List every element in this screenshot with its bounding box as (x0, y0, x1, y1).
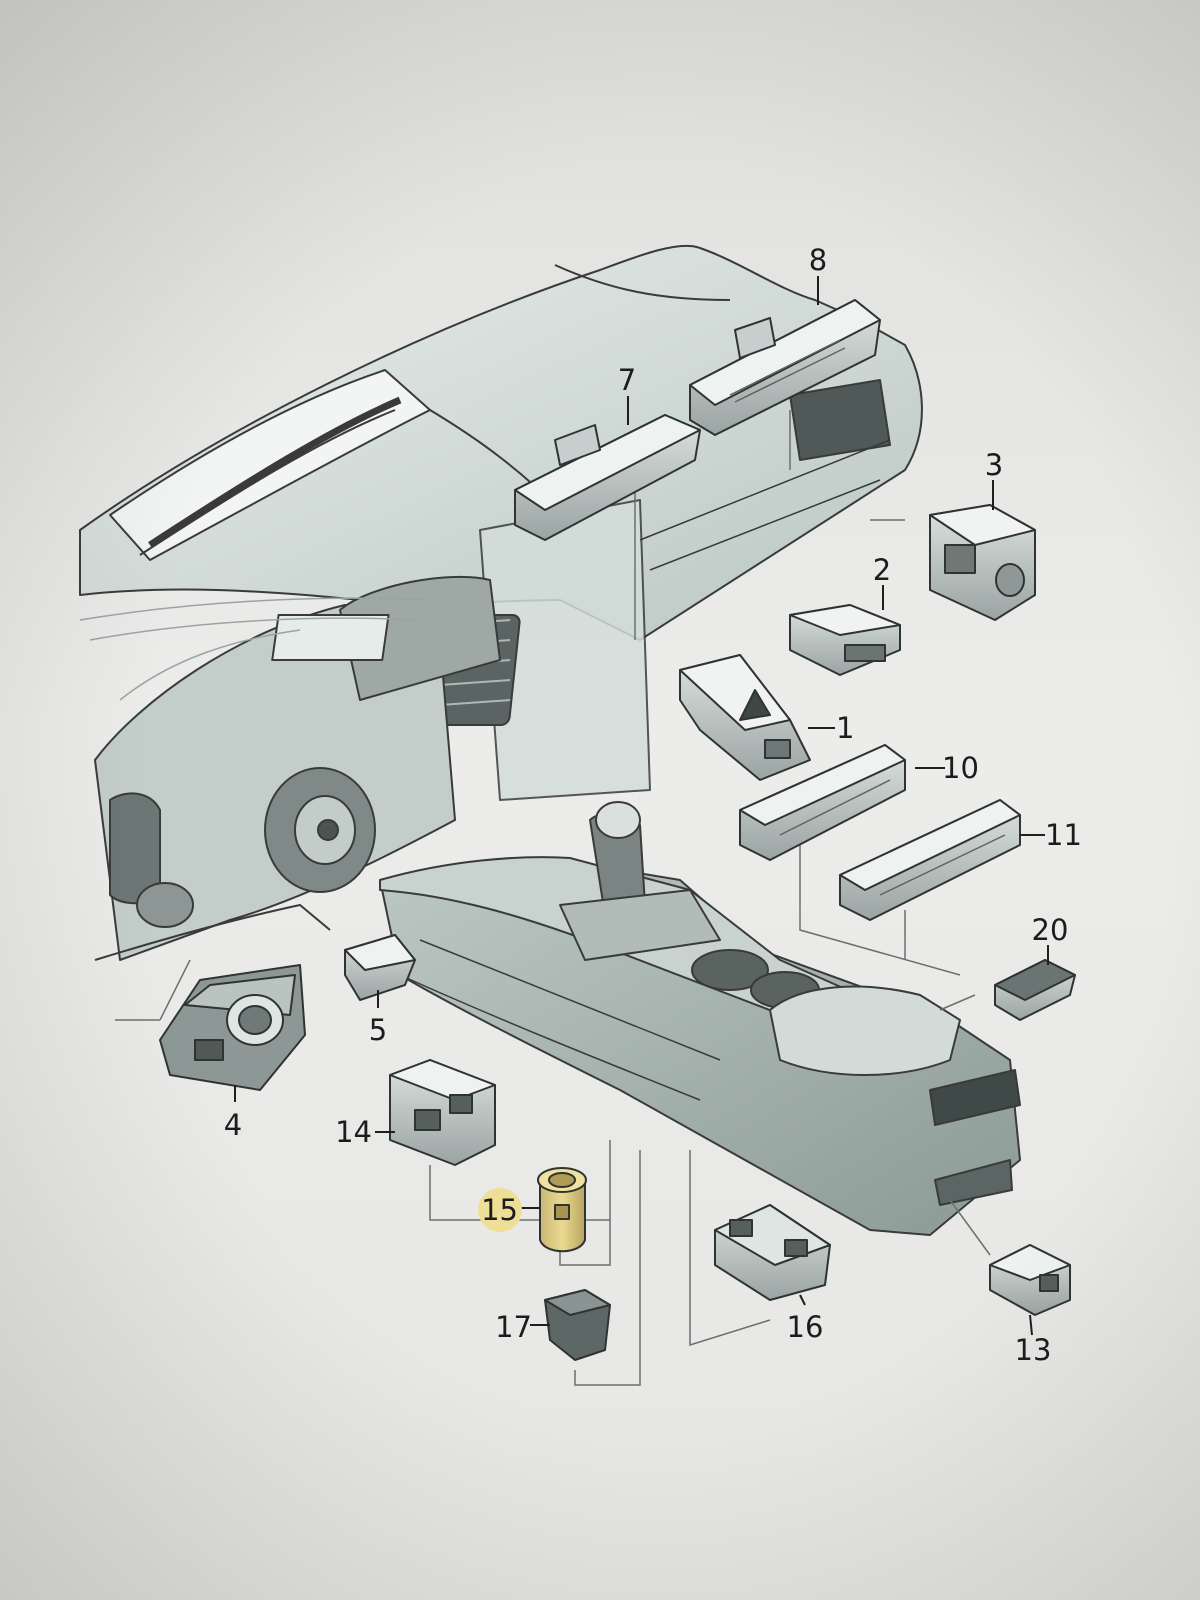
callout-1: 1 (836, 711, 854, 745)
dashboard-illustration (79, 244, 923, 961)
part-1-hazard-switch (679, 654, 811, 781)
callout-11: 11 (1045, 818, 1082, 852)
part-3-rotary-switch (929, 504, 1036, 621)
callout-14: 14 (335, 1115, 372, 1149)
callout-16: 16 (787, 1310, 824, 1344)
callout-2: 2 (873, 553, 891, 587)
callout-8: 8 (809, 243, 827, 277)
callout-10: 10 (942, 751, 979, 785)
callout-4: 4 (224, 1108, 242, 1142)
part-13-rear-switch (989, 1244, 1071, 1316)
callout-5: 5 (369, 1013, 387, 1047)
callout-7: 7 (618, 363, 636, 397)
callout-leaders (234, 276, 1049, 1336)
callout-labels: 8 7 3 2 1 10 11 20 5 4 14 15 17 16 13 (224, 243, 1082, 1367)
callout-13: 13 (1015, 1333, 1052, 1367)
part-11-switch-strip (839, 799, 1021, 921)
part-17-clip-switch (544, 1289, 611, 1361)
part-16-double-switch (714, 1204, 831, 1301)
callout-20: 20 (1032, 913, 1069, 947)
center-console-illustration (379, 801, 1021, 1236)
part-4-headlight-switch (159, 964, 306, 1091)
part-20-small-switch (994, 959, 1076, 1021)
callout-15-highlight (478, 1188, 522, 1232)
callout-3: 3 (985, 448, 1003, 482)
part-8-switch-panel (689, 299, 881, 436)
part-2-small-switch (789, 604, 901, 676)
part-7-switch-bar (514, 414, 701, 541)
leader-lines (115, 410, 991, 1386)
part-14-window-switch (389, 1059, 496, 1166)
callout-15: 15 (481, 1193, 518, 1227)
part-15-power-socket (537, 1167, 587, 1253)
part-5-small-switch (344, 934, 416, 1001)
callout-17: 17 (495, 1310, 532, 1344)
part-10-switch-strip (739, 744, 906, 861)
